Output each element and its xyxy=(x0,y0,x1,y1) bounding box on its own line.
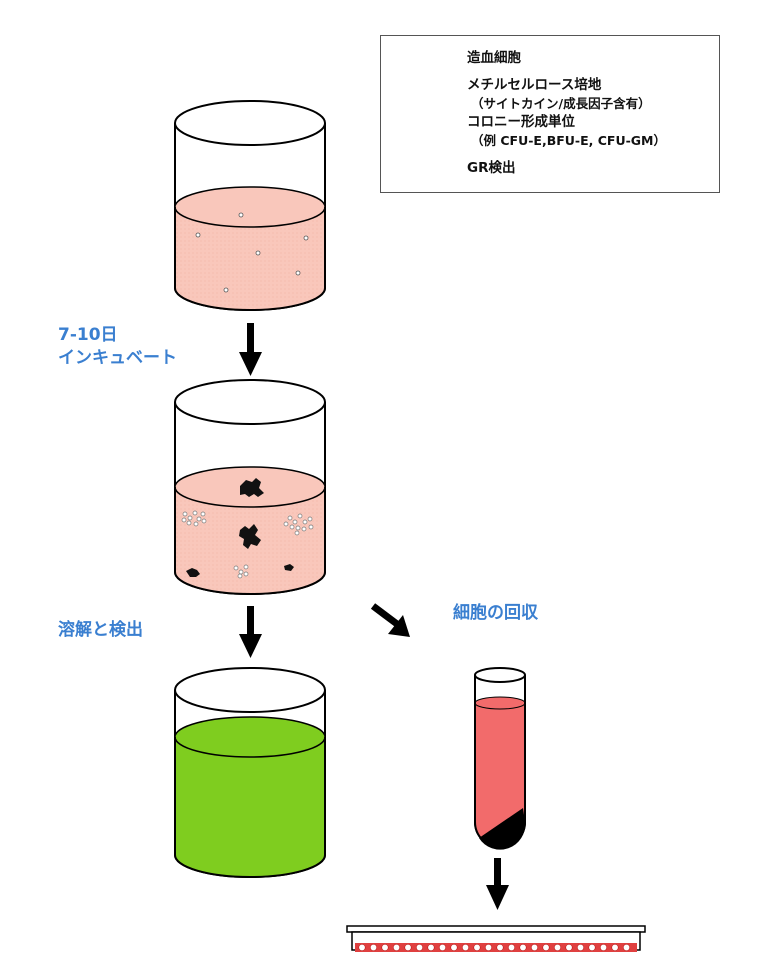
plate-well xyxy=(473,944,481,951)
beaker-initial xyxy=(174,100,326,311)
plate-well xyxy=(404,944,412,951)
test-tube xyxy=(474,667,526,850)
colony-light xyxy=(181,510,314,579)
legend-methylcellulose: メチルセルロース培地 xyxy=(467,77,602,93)
legend-cfu: コロニー形成単位 xyxy=(467,114,575,130)
plate-well xyxy=(496,944,504,951)
arrow-down-lysis xyxy=(239,606,262,658)
legend-hematopoietic-cells: 造血細胞 xyxy=(467,50,521,66)
colony-dark xyxy=(186,478,294,577)
plate-well xyxy=(565,944,573,951)
plate-well xyxy=(427,944,435,951)
plate-well xyxy=(393,944,400,951)
plate-well xyxy=(358,944,366,951)
legend-box: 造血細胞 メチルセルロース培地 （サイトカイン/成長因子含有） コロニー形成単位… xyxy=(380,35,720,193)
beaker-colonies xyxy=(174,379,326,595)
plate-well xyxy=(542,944,550,951)
cell-harvest-label: 細胞の回収 xyxy=(453,603,538,623)
beaker-detection xyxy=(174,667,326,878)
legend-gr-detection: GR検出 xyxy=(467,160,516,176)
legend-cfu-sub: （例 CFU-E,BFU-E, CFU-GM） xyxy=(471,133,666,148)
plate-well xyxy=(485,944,492,951)
plate-well xyxy=(508,944,515,951)
plate-well xyxy=(439,944,446,951)
multiwell-plate xyxy=(346,925,646,952)
plate-well xyxy=(531,944,538,951)
plate-well xyxy=(370,944,377,951)
plate-well xyxy=(600,944,607,951)
incubation-days-label: 7-10日 xyxy=(58,325,118,345)
plate-well xyxy=(381,944,389,951)
incubation-label: インキュベート xyxy=(58,348,177,368)
lysis-detection-label: 溶解と検出 xyxy=(58,620,143,640)
arrow-diagonal-harvest xyxy=(370,603,410,637)
plate-well xyxy=(554,944,561,951)
plate-well xyxy=(611,944,619,951)
seeded-cells xyxy=(195,212,309,293)
plate-well xyxy=(450,944,458,951)
plate-well xyxy=(519,944,527,951)
plate-well xyxy=(577,944,584,951)
arrow-down-plate xyxy=(486,858,509,910)
arrow-down-incubate xyxy=(239,323,262,376)
plate-well xyxy=(462,944,469,951)
plate-well xyxy=(588,944,596,951)
plate-well xyxy=(416,944,423,951)
legend-methylcellulose-sub: （サイトカイン/成長因子含有） xyxy=(471,96,651,111)
plate-well xyxy=(623,944,630,951)
